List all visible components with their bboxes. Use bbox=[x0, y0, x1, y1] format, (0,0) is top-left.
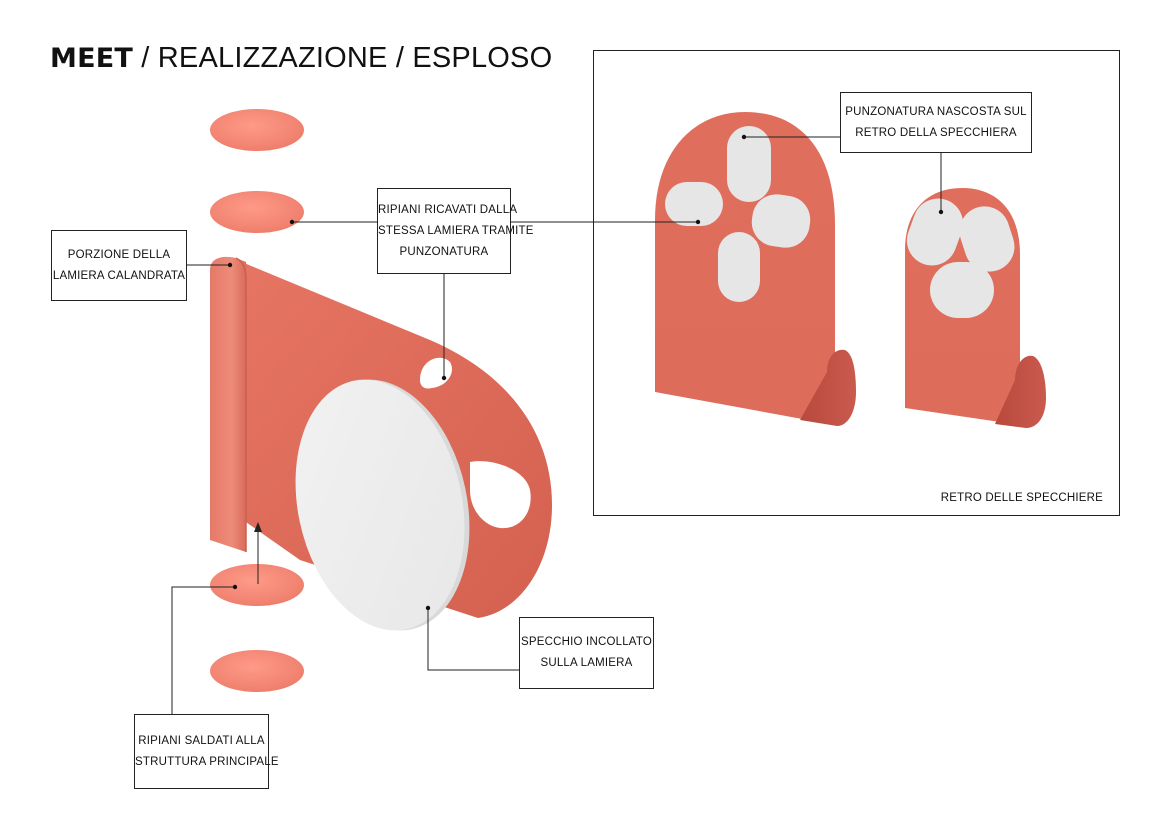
callout-lamiera-calandrata: PORZIONE DELLA LAMIERA CALANDRATA bbox=[51, 230, 187, 301]
punch-right bbox=[751, 194, 811, 248]
small-punch-left bbox=[906, 198, 964, 266]
title-subtitle: / REALIZZAZIONE / ESPLOSO bbox=[132, 42, 553, 74]
punch-bottom bbox=[718, 232, 760, 302]
leader-lines bbox=[171, 136, 942, 714]
small-punch-right bbox=[959, 206, 1015, 272]
callout-specchio-incollato: SPECCHIO INCOLLATO SULLA LAMIERA bbox=[519, 617, 654, 689]
large-mirror-back bbox=[655, 112, 856, 426]
shelf-disc-3 bbox=[210, 564, 304, 606]
callout-punzonatura-nascosta: PUNZONATURA NASCOSTA SUL RETRO DELLA SPE… bbox=[840, 92, 1032, 153]
mirror-disc bbox=[295, 379, 470, 631]
punch-top bbox=[727, 126, 771, 202]
leader-dots bbox=[227, 134, 944, 611]
inset-caption: RETRO DELLE SPECCHIERE bbox=[940, 492, 1103, 504]
small-punch-bottom bbox=[930, 262, 994, 318]
inset-frame-back-view: RETRO DELLE SPECCHIERE bbox=[593, 50, 1120, 516]
arrow-head bbox=[254, 522, 262, 532]
panel-opening-side bbox=[470, 461, 531, 529]
shelf-disc-1 bbox=[210, 109, 304, 151]
page-title: MEET / REALIZZAZIONE / ESPLOSO bbox=[50, 42, 552, 75]
small-mirror-back bbox=[905, 188, 1046, 428]
title-brand: MEET bbox=[50, 43, 133, 74]
shelf-disc-4 bbox=[210, 650, 304, 692]
shelf-disc-2 bbox=[210, 191, 304, 233]
callout-ripiani-ricavati: RIPIANI RICAVATI DALLA STESSA LAMIERA TR… bbox=[377, 188, 533, 274]
callout-ripiani-saldati: RIPIANI SALDATI ALLA STRUTTURA PRINCIPAL… bbox=[134, 714, 279, 789]
punch-left bbox=[665, 182, 723, 226]
